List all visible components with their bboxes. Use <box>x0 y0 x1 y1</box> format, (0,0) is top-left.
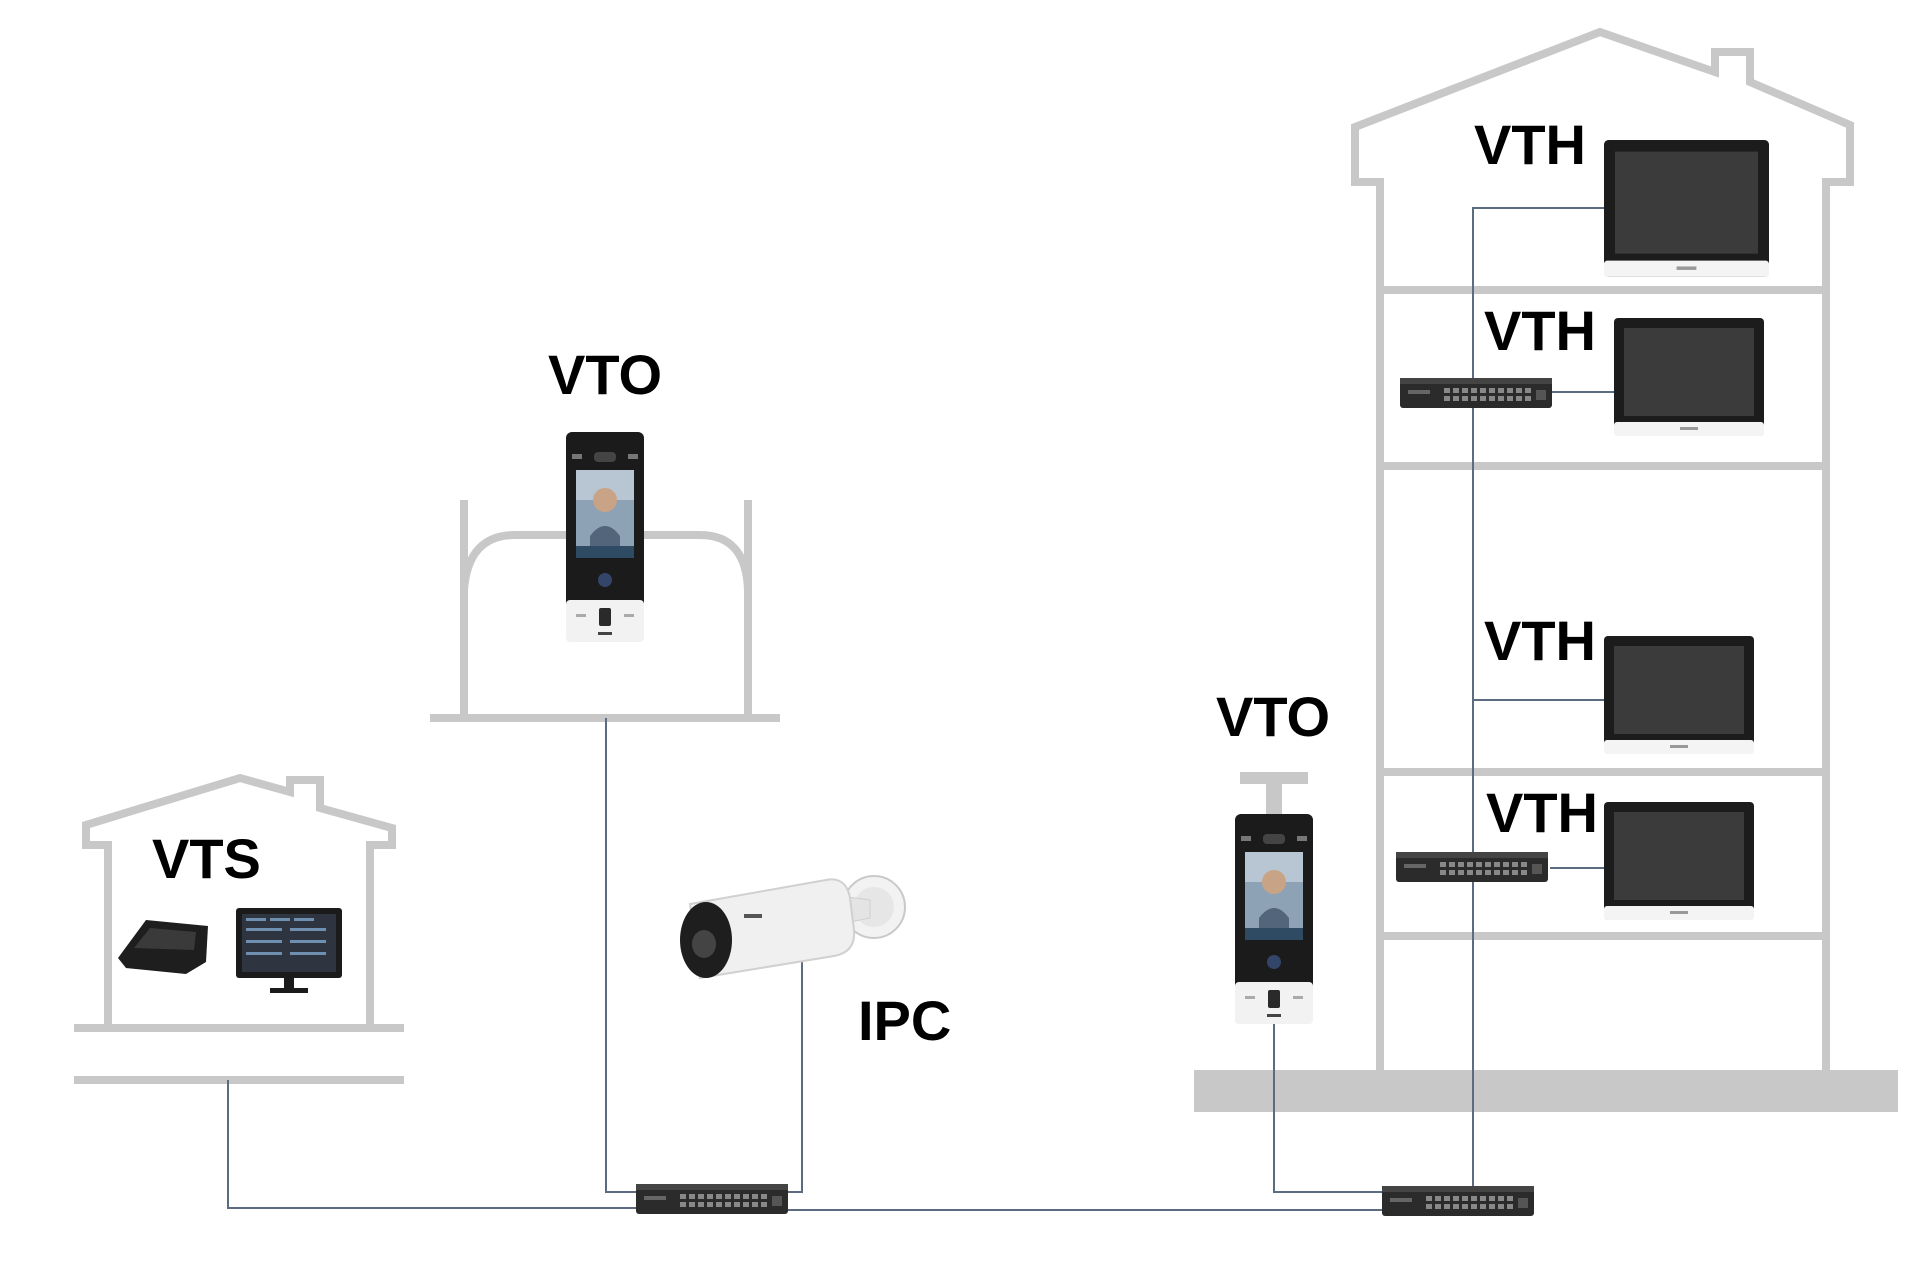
network-switch-icon <box>1396 852 1548 882</box>
structures <box>74 27 1854 1084</box>
desk-console-icon <box>118 920 208 974</box>
label-ipc: IPC <box>858 989 951 1052</box>
cables <box>227 207 1614 1211</box>
vts-house-outline <box>82 773 396 1028</box>
label-vth-2: VTH <box>1484 299 1596 362</box>
indoor-monitor-icon <box>1604 802 1754 920</box>
cable-vto-building <box>1273 1024 1386 1193</box>
desktop-monitor-icon <box>236 908 342 993</box>
network-switch-icon <box>636 1184 788 1214</box>
door-station-icon <box>1235 814 1313 1024</box>
building-roof <box>1351 27 1854 1070</box>
label-vto-building: VTO <box>1216 685 1330 748</box>
label-vth-1: VTH <box>1474 113 1586 176</box>
label-vth-3: VTH <box>1484 609 1596 672</box>
indoor-monitor-icon <box>1604 140 1769 277</box>
label-vto-gate: VTO <box>548 343 662 406</box>
door-station-icon <box>566 432 644 642</box>
cable-ipc <box>786 950 803 1193</box>
bullet-camera-icon <box>680 875 906 980</box>
cable-vto-gate <box>605 718 640 1193</box>
building-ground-slab <box>1194 1070 1898 1112</box>
indoor-monitor-icon <box>1614 318 1764 436</box>
label-vts: VTS <box>152 827 261 890</box>
network-switch-icon <box>1400 378 1552 408</box>
label-vth-4: VTH <box>1486 781 1598 844</box>
vto-post <box>1240 772 1308 816</box>
indoor-monitor-icon <box>1604 636 1754 754</box>
cable-vts <box>227 1080 640 1209</box>
network-switch-icon <box>1382 1186 1534 1216</box>
